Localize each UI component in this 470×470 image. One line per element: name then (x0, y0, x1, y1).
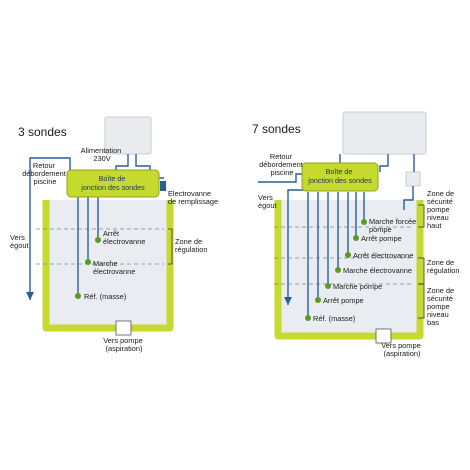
right-drain-label: Vers égout (258, 193, 277, 210)
left-probe-label-1: Arrêt électrovanne (103, 229, 145, 246)
right-pump-label: Vers pompe (aspiration) (381, 341, 423, 358)
right-probe-dot-6 (315, 297, 321, 303)
right-zone-brackets (418, 204, 425, 319)
left-probe-label-3: Réf. (masse) (84, 292, 126, 301)
right-title: 7 sondes (252, 122, 301, 136)
left-probe-dot-1 (95, 237, 101, 243)
left-power-label: Alimentation 230V (81, 146, 124, 163)
left-diagram: 3 sondes Boîte de jonction des sondes (10, 116, 218, 353)
left-return-label: Retour débordement piscine (22, 161, 68, 186)
right-probe-label-3: Arrêt électrovanne (353, 251, 413, 260)
right-wiring (258, 154, 415, 318)
right-probe-dot-5 (325, 283, 331, 289)
right-probe-label-6: Arrêt pompe (323, 296, 364, 305)
right-controller-box (342, 111, 427, 155)
left-probe-dot-2 (85, 259, 91, 265)
left-drain-label: Vers égout (10, 233, 29, 250)
right-probe-label-2: Arrêt pompe (361, 234, 402, 243)
right-probe-label-4: Marche électrovanne (343, 266, 412, 275)
left-junction-box (66, 169, 160, 198)
left-junction-label: Boîte de jonction des sondes (80, 174, 145, 192)
left-probe-dot-3 (75, 293, 81, 299)
right-probe-dot-4 (335, 267, 341, 273)
right-junction-box (301, 162, 379, 192)
left-probe-label-2: Marche électrovanne (93, 259, 135, 276)
right-zone-high-label: Zone de sécurité pompe niveau haut (427, 189, 456, 230)
right-tank (274, 200, 424, 340)
right-zone-reg-label: Zone de régulation (427, 258, 459, 275)
left-valve-icon (160, 181, 166, 191)
right-probe-dot-2 (353, 235, 359, 241)
left-drain-arrow (26, 292, 34, 300)
right-junction-label: Boîte de jonction des sondes (307, 167, 372, 185)
right-probe-label-1: Marche forcée pompe (369, 217, 418, 234)
right-probe-dot-1 (361, 219, 367, 225)
right-valve-box (405, 171, 421, 187)
right-diagram: 7 sondes Boît (252, 111, 459, 358)
left-zone-label: Zone de régulation (175, 237, 207, 254)
right-return-label: Retour débordement piscine (259, 152, 305, 177)
right-probe-label-5: Marche pompe (333, 282, 382, 291)
right-probe-dot-3 (345, 252, 351, 258)
left-zone-bracket (168, 228, 173, 265)
right-drain-arrow (284, 297, 292, 305)
right-probe-dot-7 (305, 315, 311, 321)
right-probe-label-7: Réf. (masse) (313, 314, 355, 323)
left-pump-label: Vers pompe (aspiration) (103, 336, 145, 353)
right-zone-low-label: Zone de sécurité pompe niveau bas (427, 286, 456, 327)
left-valve-label: Electrovanne de remplissage (168, 189, 218, 206)
left-title: 3 sondes (18, 125, 67, 139)
left-pump-outlet (115, 320, 132, 336)
right-pump-outlet (375, 328, 392, 344)
